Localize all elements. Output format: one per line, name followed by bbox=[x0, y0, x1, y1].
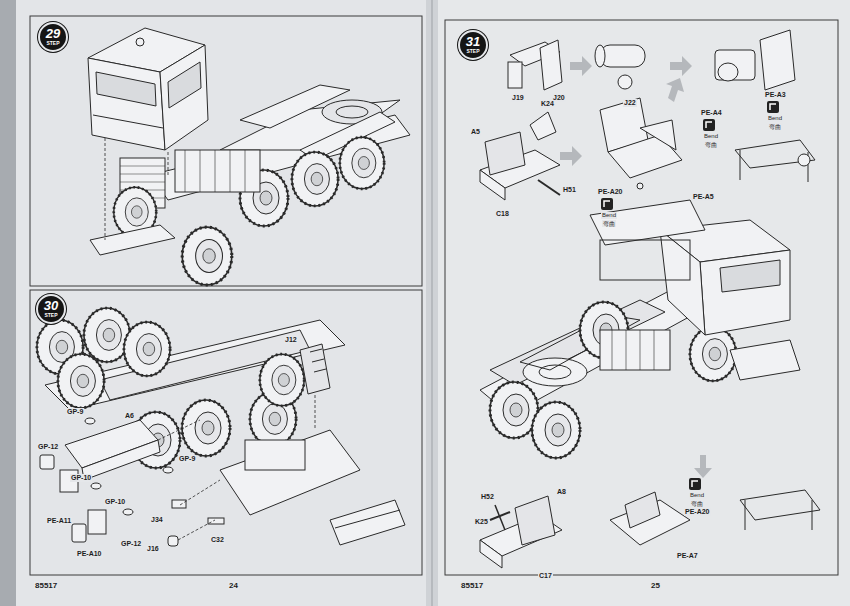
part-number: C17 bbox=[538, 572, 553, 580]
chassis-underside bbox=[37, 308, 405, 545]
part-number: PE-A20 bbox=[597, 188, 624, 196]
step-word: STEP bbox=[38, 312, 64, 318]
part-number: C32 bbox=[210, 536, 225, 544]
part-number: A5 bbox=[470, 128, 481, 136]
part-number: J34 bbox=[150, 516, 164, 524]
part-number: J22 bbox=[623, 99, 637, 107]
part-number: A6 bbox=[124, 412, 135, 420]
bend-note: Bend bbox=[689, 492, 705, 499]
part-number: K24 bbox=[540, 100, 555, 108]
part-number: J16 bbox=[146, 545, 160, 553]
step-number: 30 bbox=[38, 296, 64, 312]
part-number: PE-A7 bbox=[676, 552, 699, 560]
part-number: A8 bbox=[556, 488, 567, 496]
part-number: PE-A11 bbox=[46, 517, 72, 525]
bend-note: 弯曲 bbox=[704, 141, 718, 148]
part-number: GP-12 bbox=[37, 443, 59, 451]
step-arrow bbox=[560, 56, 712, 478]
part-number: GP-10 bbox=[104, 498, 126, 506]
paper bbox=[16, 0, 850, 606]
step-badge: 30STEP bbox=[36, 294, 66, 324]
part-number: C18 bbox=[495, 210, 510, 218]
bend-note: Bend bbox=[601, 212, 617, 219]
bend-note: Bend bbox=[703, 133, 719, 140]
part-number: GP-9 bbox=[66, 408, 84, 416]
part-number: PE-A4 bbox=[700, 109, 723, 117]
leader-line bbox=[158, 395, 315, 540]
page-number: 24 bbox=[228, 581, 239, 590]
part-number: GP-10 bbox=[70, 474, 92, 482]
step-word: STEP bbox=[40, 40, 66, 46]
part-number: GP-9 bbox=[178, 455, 196, 463]
part-number: PE-A20 bbox=[684, 508, 711, 516]
truck-assembly bbox=[480, 200, 800, 458]
step-word: STEP bbox=[460, 48, 486, 54]
part-number: J12 bbox=[284, 336, 298, 344]
part-number: K25 bbox=[474, 518, 489, 526]
page-number: 85517 bbox=[460, 581, 484, 590]
panel-frame bbox=[30, 16, 838, 575]
step-badge: 31STEP bbox=[458, 30, 488, 60]
step-number: 29 bbox=[40, 24, 66, 40]
part-number: PE-A3 bbox=[764, 91, 787, 99]
step-badge: 29STEP bbox=[38, 22, 68, 52]
seat-parts bbox=[480, 490, 820, 568]
page-number: 25 bbox=[650, 581, 661, 590]
part-number: PE-A10 bbox=[76, 550, 103, 558]
page-number: 85517 bbox=[34, 581, 58, 590]
part-number: PE-A5 bbox=[692, 193, 715, 201]
truck-assembly bbox=[88, 28, 410, 285]
cab-parts bbox=[480, 30, 815, 200]
bend-note: 弯曲 bbox=[690, 500, 704, 507]
part-number: J19 bbox=[511, 94, 525, 102]
leader-line bbox=[105, 138, 168, 240]
bumper-parts bbox=[40, 418, 224, 546]
bend-note: Bend bbox=[767, 115, 783, 122]
bend-icon bbox=[601, 101, 779, 490]
part-number: H51 bbox=[562, 186, 577, 194]
step-number: 31 bbox=[460, 32, 486, 48]
bend-note: 弯曲 bbox=[602, 220, 616, 227]
part-number: GP-12 bbox=[120, 540, 142, 548]
part-number: H52 bbox=[480, 493, 495, 501]
bend-note: 弯曲 bbox=[768, 123, 782, 130]
